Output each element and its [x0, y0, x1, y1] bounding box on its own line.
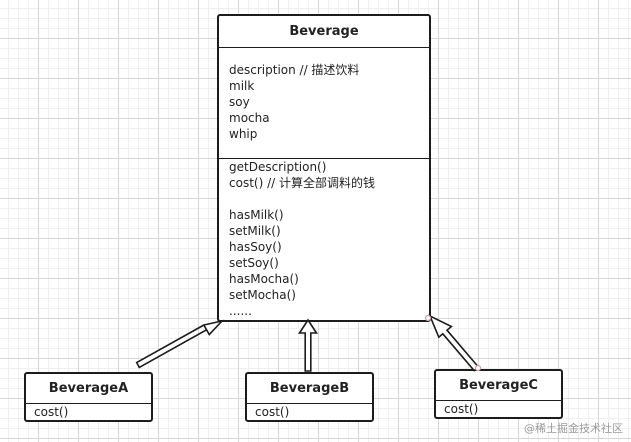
class-beverage-b[interactable]: BeverageB cost() [245, 372, 374, 422]
attribute-mocha: mocha [229, 111, 270, 125]
class-beverage-a-methods: cost() [26, 404, 151, 420]
method-set-soy: setSoy() [229, 256, 279, 270]
class-beverage[interactable]: Beverage description // 描述饮料 milk soy mo… [217, 14, 431, 322]
class-beverage-c-divider [436, 400, 561, 401]
method-get-description: getDescription() [229, 160, 327, 174]
method-has-mocha: hasMocha() [229, 272, 299, 286]
class-beverage-a[interactable]: BeverageA cost() [24, 372, 153, 422]
class-beverage-methods: getDescription() cost() // 计算全部调料的钱 hasM… [219, 159, 429, 319]
beverage-c-method-cost: cost() [444, 402, 479, 416]
inheritance-arrow-a [135, 319, 225, 369]
attribute-whip: whip [229, 127, 258, 141]
class-beverage-b-name: BeverageB [269, 381, 350, 396]
inheritance-arrow-b [298, 318, 318, 372]
attribute-milk: milk [229, 79, 255, 93]
class-beverage-divider-1 [219, 47, 429, 48]
method-has-milk: hasMilk() [229, 208, 284, 222]
class-beverage-a-divider [26, 403, 151, 404]
class-beverage-a-name: BeverageA [48, 381, 129, 396]
class-beverage-b-divider [247, 403, 372, 404]
inheritance-arrow-c [428, 314, 480, 372]
watermark: @稀土掘金技术社区 [524, 422, 623, 435]
class-beverage-c[interactable]: BeverageC cost() [434, 369, 563, 419]
beverage-a-method-cost: cost() [34, 405, 69, 419]
class-beverage-c-methods: cost() [436, 401, 561, 417]
class-beverage-attributes: description // 描述饮料 milk soy mocha whip [219, 48, 429, 158]
method-cost: cost() // 计算全部调料的钱 [229, 176, 375, 190]
class-beverage-divider-2 [219, 158, 429, 159]
class-beverage-name: Beverage [289, 24, 359, 39]
class-beverage-b-methods: cost() [247, 404, 372, 420]
beverage-b-method-cost: cost() [255, 405, 290, 419]
attribute-soy: soy [229, 95, 250, 109]
attribute-description: description // 描述饮料 [229, 63, 360, 77]
method-set-milk: setMilk() [229, 224, 281, 238]
method-spacer [229, 191, 429, 207]
class-beverage-c-name: BeverageC [459, 378, 538, 393]
method-set-mocha: setMocha() [229, 288, 296, 302]
method-ellipsis: ...... [229, 304, 252, 318]
method-has-soy: hasSoy() [229, 240, 282, 254]
